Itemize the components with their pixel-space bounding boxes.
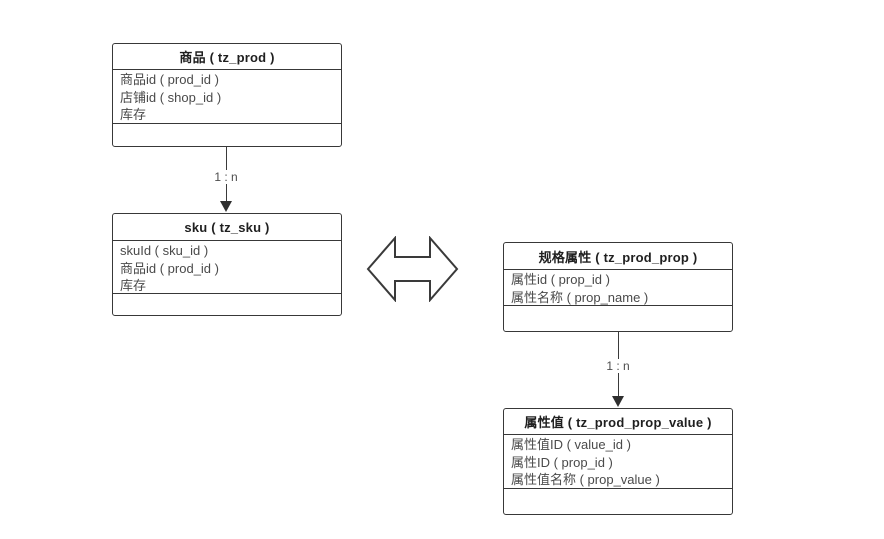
entity-empty-section	[504, 305, 732, 331]
entity-fields-tz-sku: skuId ( sku_id ) 商品id ( prod_id ) 库存	[113, 240, 341, 293]
entity-title-tz-prod-prop-value: 属性值 ( tz_prod_prop_value )	[524, 415, 712, 430]
entity-field: 商品id ( prod_id )	[120, 260, 219, 276]
cardinality-label-prop-value: 1 : n	[603, 359, 633, 373]
entity-field: 属性id ( prop_id )	[511, 272, 610, 287]
entity-field: 属性ID ( prop_id )	[511, 454, 613, 470]
cardinality-label-prod-sku: 1 : n	[211, 170, 241, 184]
entity-title-tz-prod-prop: 规格属性 ( tz_prod_prop )	[538, 249, 698, 265]
entity-field: 属性值名称 ( prop_value )	[511, 472, 660, 487]
entity-field: 商品id ( prod_id )	[120, 72, 219, 87]
entity-table-tz-prod: 商品 ( tz_prod ) 商品id ( prod_id ) 店铺id ( s…	[112, 43, 342, 147]
entity-field: 库存	[120, 278, 147, 293]
entity-field: skuId ( sku_id )	[120, 243, 209, 258]
entity-fields-tz-prod-prop-value: 属性值ID ( value_id ) 属性ID ( prop_id ) 属性值名…	[504, 434, 732, 488]
entity-title-tz-prod: 商品 ( tz_prod )	[179, 50, 275, 65]
entity-table-tz-sku: sku ( tz_sku ) skuId ( sku_id ) 商品id ( p…	[112, 213, 342, 316]
two-way-arrow-icon	[366, 236, 459, 302]
entity-field: 店铺id ( shop_id )	[120, 89, 222, 105]
entity-empty-section	[113, 123, 341, 146]
entity-empty-section	[504, 488, 732, 514]
entity-field: 属性值ID ( value_id )	[511, 437, 631, 452]
entity-fields-tz-prod-prop: 属性id ( prop_id ) 属性名称 ( prop_name )	[504, 269, 732, 305]
entity-field: 属性名称 ( prop_name )	[511, 289, 649, 305]
entity-title-tz-sku: sku ( tz_sku )	[184, 219, 270, 235]
arrowhead-down-icon	[612, 396, 624, 407]
entity-fields-tz-prod: 商品id ( prod_id ) 店铺id ( shop_id ) 库存	[113, 69, 341, 123]
arrowhead-down-icon	[220, 201, 232, 212]
entity-table-tz-prod-prop-value: 属性值 ( tz_prod_prop_value ) 属性值ID ( value…	[503, 408, 733, 515]
entity-empty-section	[113, 293, 341, 315]
entity-field: 库存	[120, 107, 147, 122]
entity-table-tz-prod-prop: 规格属性 ( tz_prod_prop ) 属性id ( prop_id ) 属…	[503, 242, 733, 332]
